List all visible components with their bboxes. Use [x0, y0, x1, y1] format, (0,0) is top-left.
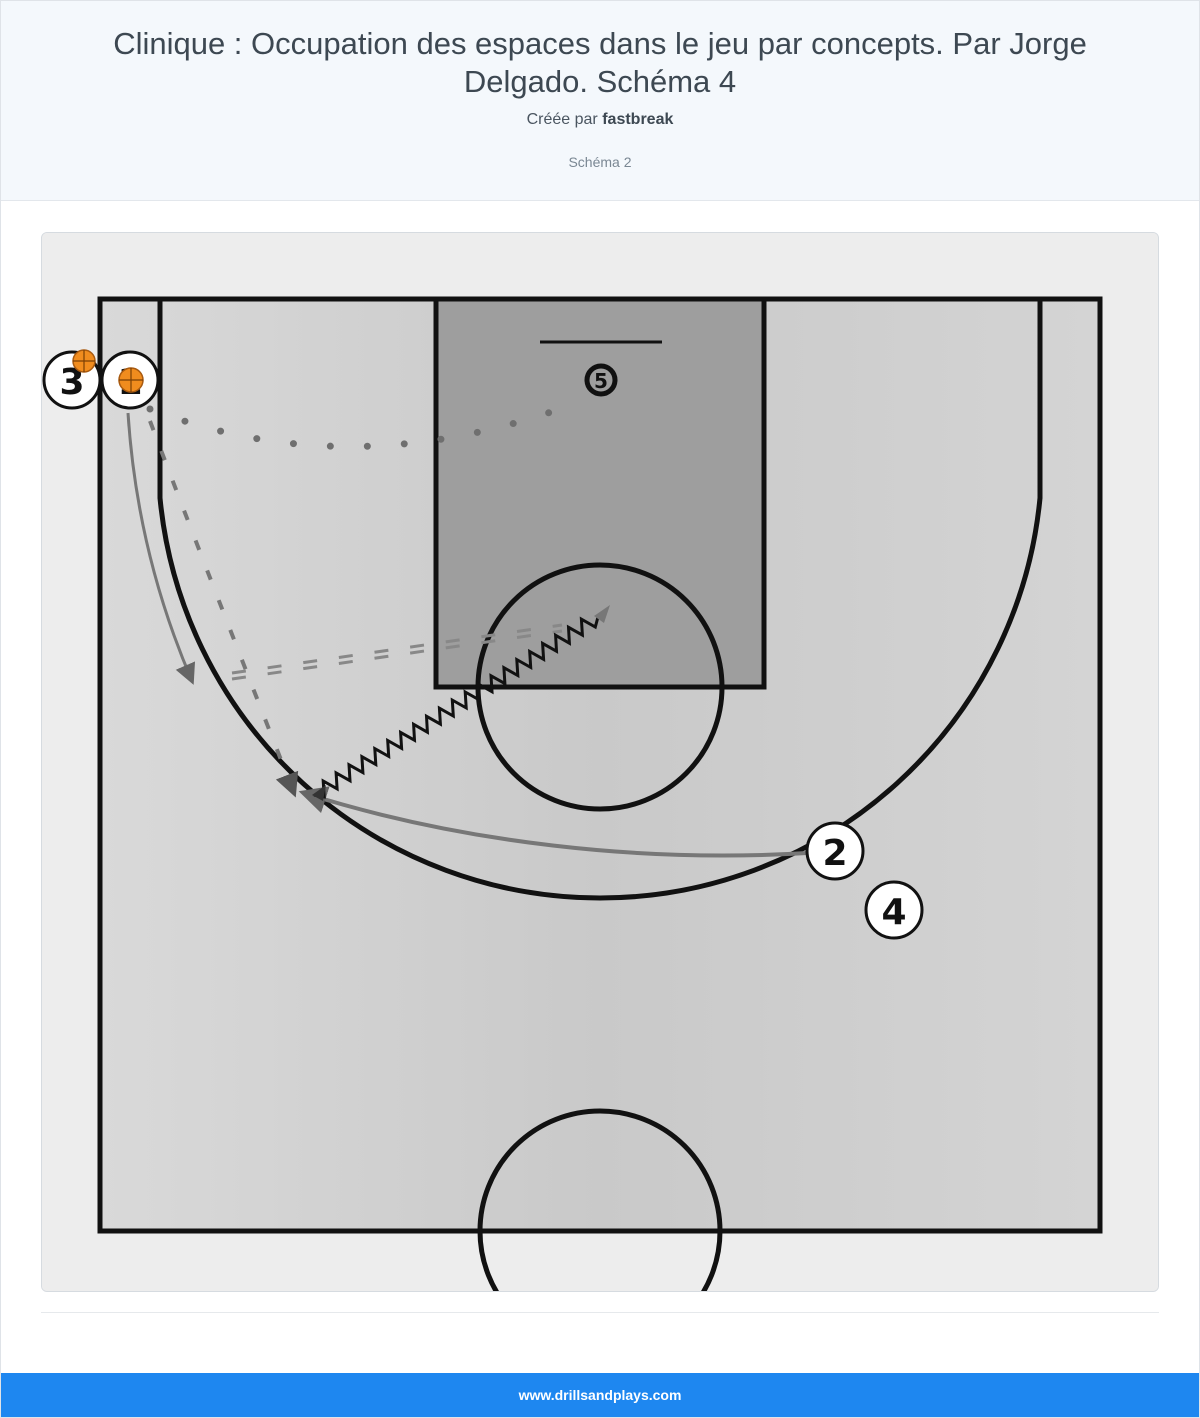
court-boundary — [97, 296, 1103, 1234]
author-prefix: Créée par — [526, 111, 598, 128]
center-circle — [477, 1108, 723, 1291]
ball-seams — [119, 368, 143, 392]
dribble-path — [313, 616, 600, 799]
author-name[interactable]: fastbreak — [602, 111, 674, 128]
dribble-start-head — [312, 785, 326, 801]
page-header: Clinique : Occupation des espaces dans l… — [1, 1, 1199, 201]
diagram-subtitle: Schéma 2 — [568, 154, 632, 170]
author-line: Créée par fastbreak — [1, 111, 1199, 129]
player-4-label: 4 — [881, 892, 906, 933]
player-2-label: 2 — [822, 833, 847, 874]
player-2[interactable]: 2 — [805, 821, 865, 881]
play-diagram: 5 3 1 — [41, 232, 1159, 1292]
player-1[interactable]: 1 — [100, 350, 160, 410]
three-point-line — [157, 299, 1043, 901]
dribble-arrow-head — [594, 605, 610, 623]
content-divider — [41, 1312, 1159, 1313]
basket-marker: 5 — [584, 363, 618, 397]
player-3[interactable]: 3 — [42, 349, 102, 410]
player-2-cut-path — [298, 786, 808, 858]
basket-label: 5 — [594, 369, 608, 393]
paint-lane — [433, 296, 767, 690]
cut-path-solid — [126, 412, 196, 685]
page-title: Clinique : Occupation des espaces dans l… — [113, 26, 1087, 99]
player-4[interactable]: 4 — [864, 880, 924, 940]
site-footer[interactable]: www.drillsandplays.com — [1, 1373, 1199, 1417]
court-svg: 5 3 1 — [42, 233, 1158, 1291]
cut-path-dashed — [148, 420, 299, 798]
ball-seams — [73, 350, 95, 372]
